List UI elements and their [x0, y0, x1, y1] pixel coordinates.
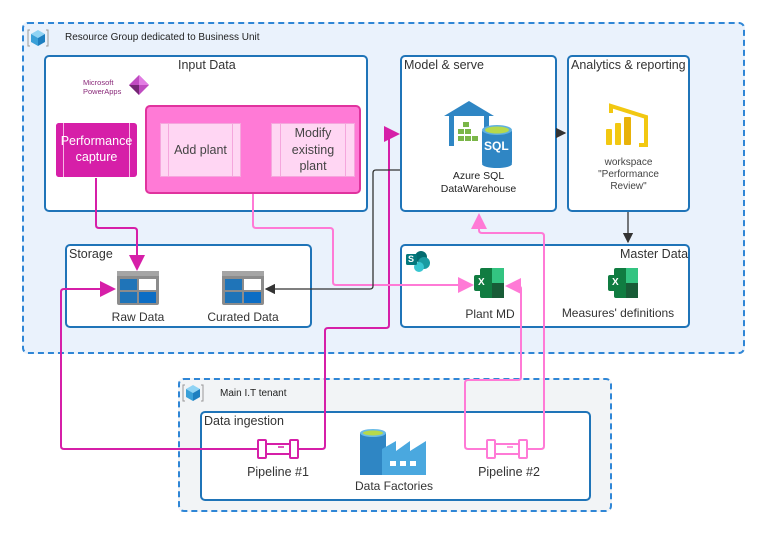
add-plant-label: Add plant	[174, 142, 227, 157]
plant-md-label: Plant MD	[465, 307, 515, 321]
raw-data-label: Raw Data	[111, 310, 165, 324]
datawarehouse-label-line2: DataWarehouse	[440, 183, 517, 195]
resource-group-cube-icon	[27, 27, 49, 49]
powerapps-label-line1: Microsoft	[83, 78, 114, 87]
workspace-line1: workspace	[604, 157, 653, 168]
tenant-cube-icon	[182, 382, 204, 404]
connector-performance-to-raw	[95, 178, 145, 271]
data-factories-label: Data Factories	[354, 479, 434, 493]
measures-excel-icon[interactable]: X	[608, 268, 638, 298]
input-data-title: Input Data	[178, 58, 236, 72]
excel-letter: X	[478, 277, 485, 288]
pipeline-1-icon[interactable]	[256, 438, 300, 460]
power-bi-icon	[605, 103, 649, 149]
pipeline-1-label: Pipeline #1	[247, 465, 309, 479]
model-serve-title: Model & serve	[404, 58, 484, 72]
resource-group-title: Resource Group dedicated to Business Uni…	[65, 32, 260, 43]
sharepoint-icon: S	[405, 250, 431, 272]
connector-pipeline2-to-dw	[471, 213, 545, 450]
raw-data-storage-icon[interactable]	[117, 271, 159, 305]
data-ingestion-title: Data ingestion	[204, 414, 284, 428]
connector-dw-to-curated	[264, 169, 400, 295]
data-factories-icon	[360, 427, 428, 475]
storage-title: Storage	[69, 247, 113, 261]
curated-data-storage-icon[interactable]	[222, 271, 264, 305]
pipeline-2-icon[interactable]	[485, 438, 529, 460]
connector-pipeline1-to-raw	[60, 281, 258, 450]
modify-plant-process[interactable]: Modify existing plant	[271, 123, 355, 177]
analytics-workspace-label: workspace "Performance Review"	[567, 157, 690, 193]
connector-modify-to-plantmd	[252, 194, 474, 293]
workspace-line2: "Performance	[598, 169, 659, 180]
workspace-line3: Review"	[610, 181, 647, 192]
add-plant-process[interactable]: Add plant	[160, 123, 241, 177]
powerapps-label-line2: PowerApps	[83, 87, 122, 96]
curated-data-label: Curated Data	[207, 310, 279, 324]
analytics-title: Analytics & reporting	[571, 58, 686, 72]
datawarehouse-label-line1: Azure SQL	[452, 170, 505, 182]
datawarehouse-label: Azure SQL DataWarehouse	[400, 170, 557, 196]
sharepoint-letter: S	[408, 254, 415, 264]
measures-label: Measures' definitions	[561, 306, 675, 320]
modify-plant-label: Modify existing plant	[291, 125, 335, 174]
plant-md-excel-icon[interactable]: X	[474, 268, 504, 298]
azure-sql-datawarehouse-icon: SQL	[444, 100, 516, 168]
excel-letter: X	[612, 277, 619, 288]
performance-capture-label: Performance capture	[60, 134, 133, 164]
performance-capture-process[interactable]: Performance capture	[56, 123, 137, 177]
pipeline-2-label: Pipeline #2	[478, 465, 540, 479]
powerapps-icon	[128, 74, 150, 96]
connector-pipeline1-to-dw	[298, 126, 400, 450]
sql-badge: SQL	[484, 139, 509, 153]
connector-pipeline2-to-plantmd	[464, 278, 522, 450]
tenant-title: Main I.T tenant	[220, 388, 287, 399]
powerapps-label: Microsoft PowerApps	[83, 78, 121, 96]
model-serve-panel	[400, 55, 557, 212]
master-data-title: Master Data	[620, 247, 689, 261]
